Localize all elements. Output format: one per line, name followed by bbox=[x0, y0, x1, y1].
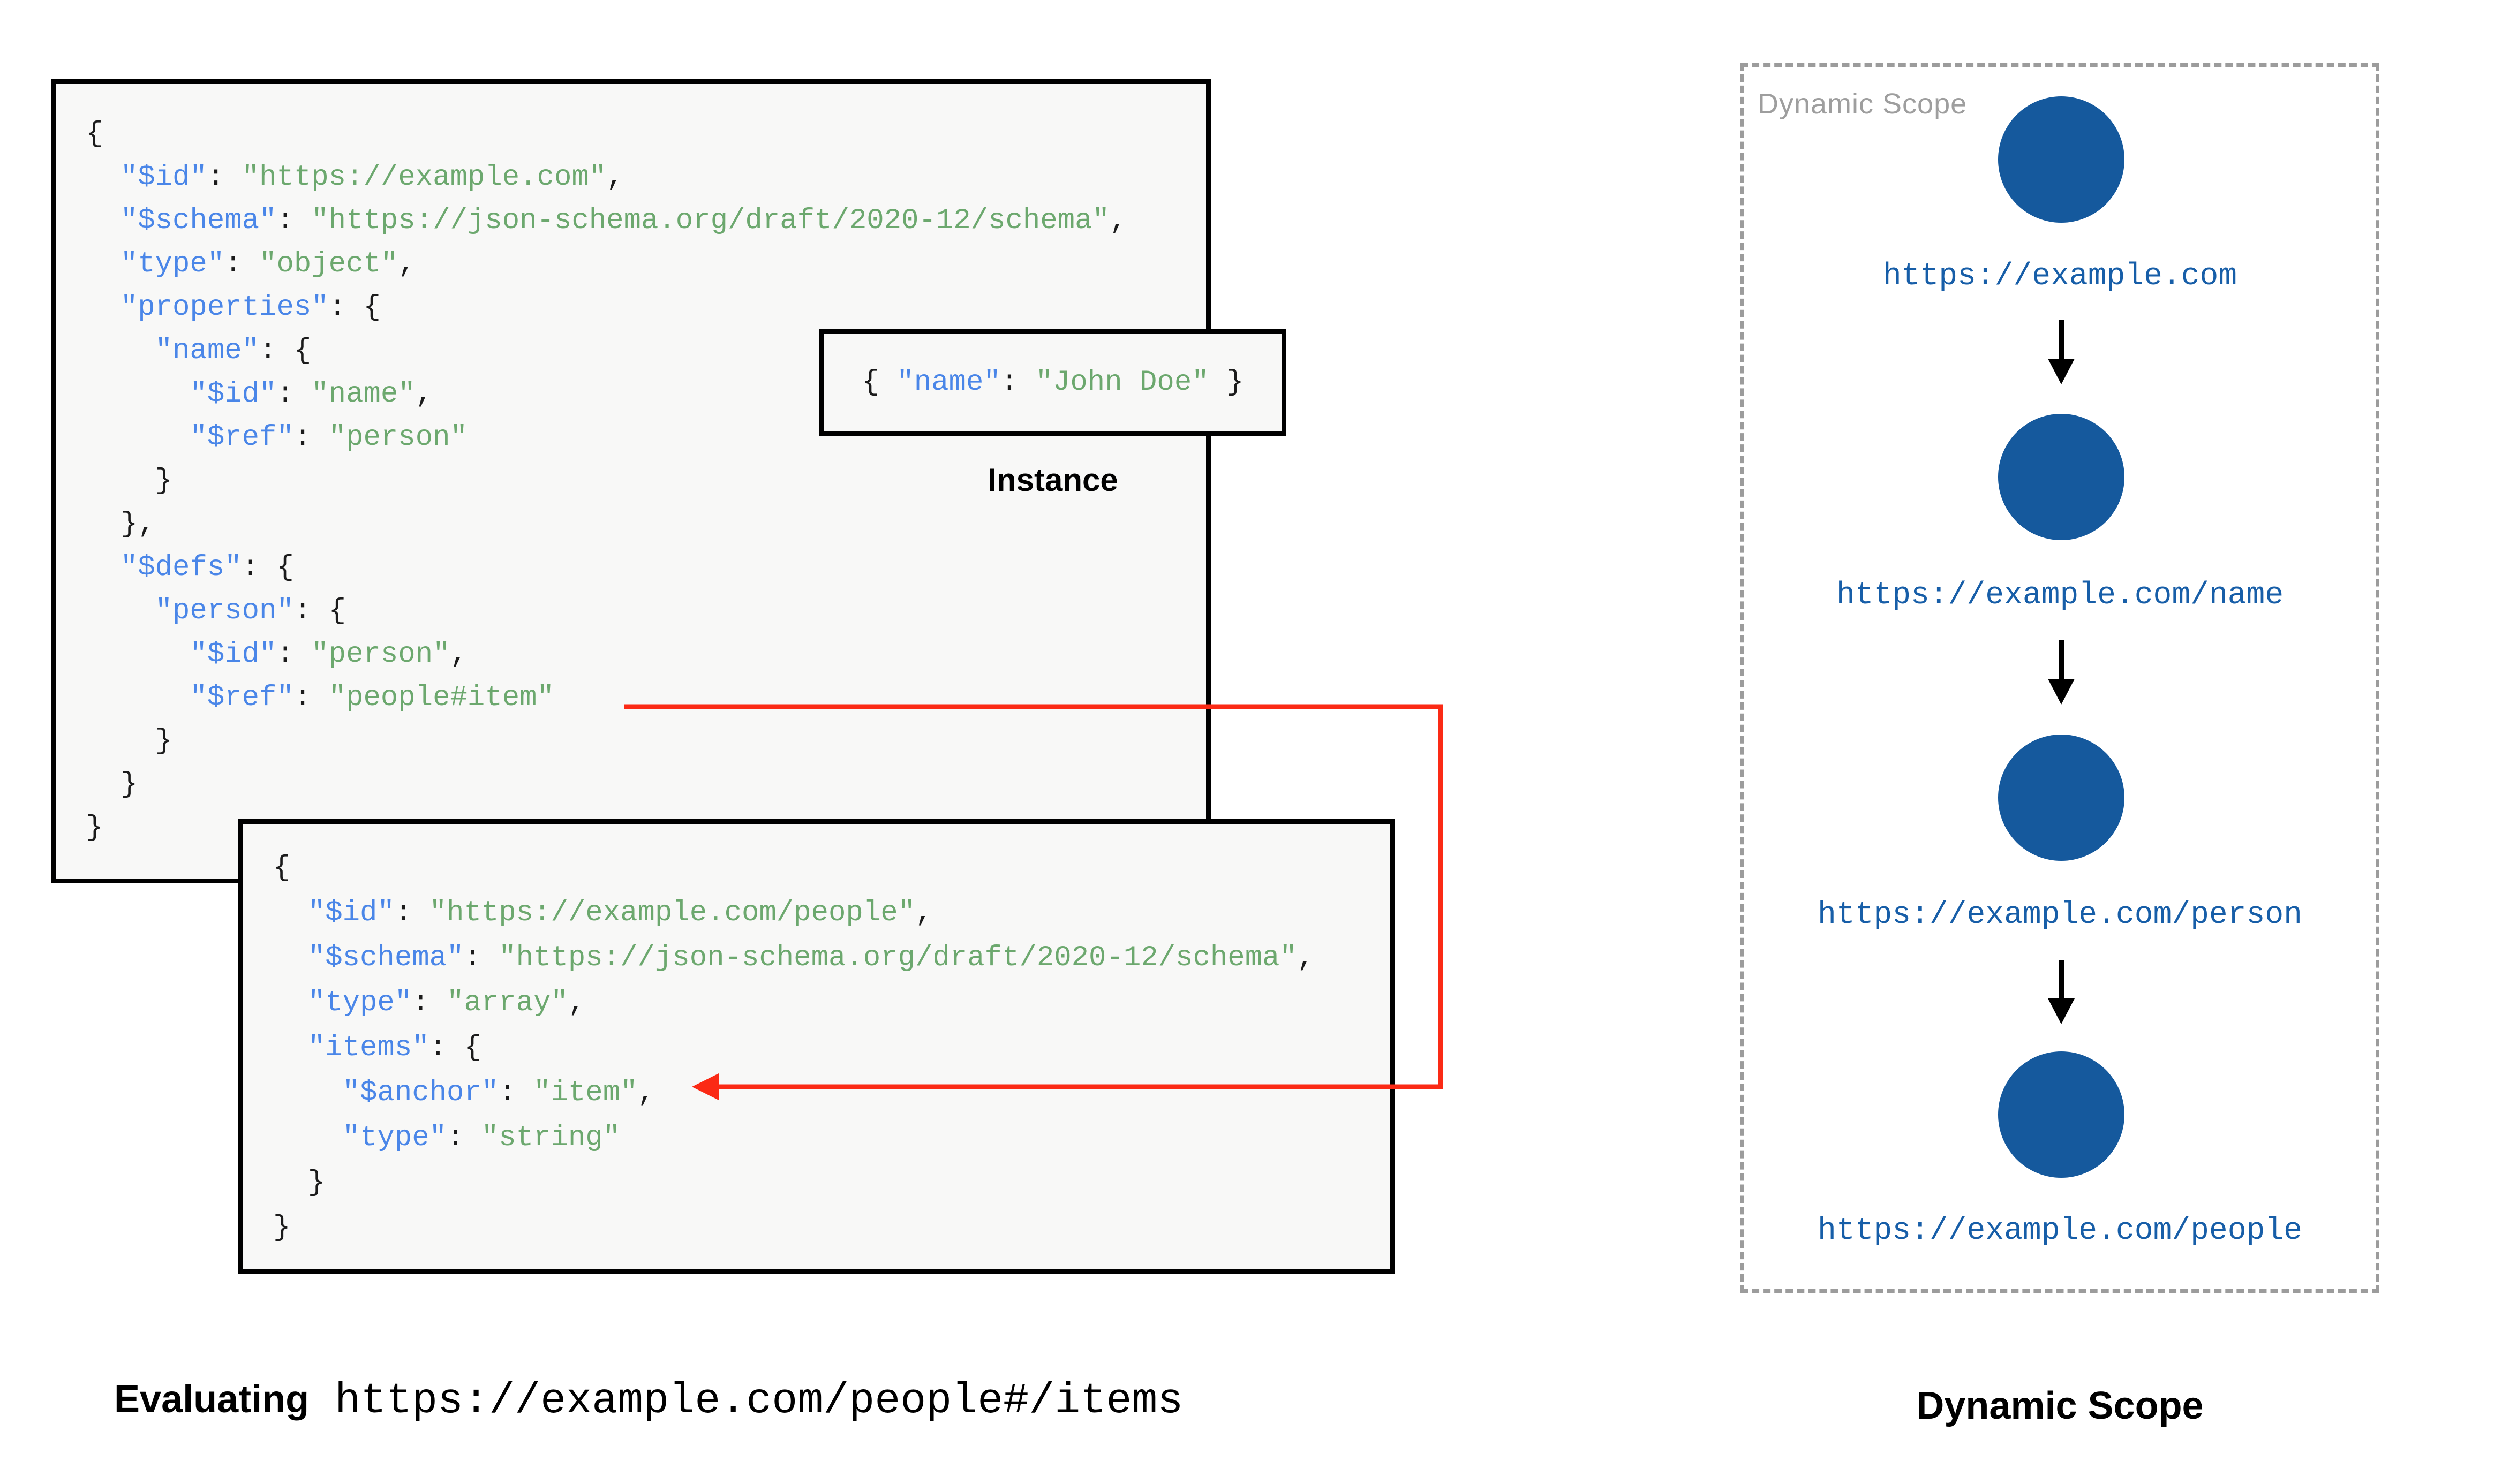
down-arrow-icon-2 bbox=[2048, 640, 2075, 705]
people-schema-box: { "$id": "https://example.com/people", "… bbox=[238, 819, 1395, 1274]
scope-node-url-3: https://example.com/person bbox=[1818, 898, 2302, 933]
people-schema-code: { "$id": "https://example.com/people", "… bbox=[273, 852, 1315, 1244]
dynamic-scope-box bbox=[1740, 63, 2379, 1293]
scope-node-url-4: https://example.com/people bbox=[1818, 1214, 2302, 1248]
evaluating-caption-bold: Evaluating bbox=[114, 1378, 310, 1421]
scope-node-circle-4 bbox=[1998, 1051, 2124, 1178]
instance-box: { "name": "John Doe" } bbox=[819, 329, 1286, 436]
scope-node-circle-3 bbox=[1998, 735, 2124, 861]
evaluating-caption: Evaluating https://example.com/people#/i… bbox=[114, 1377, 1183, 1426]
instance-code: { "name": "John Doe" } bbox=[862, 366, 1244, 399]
evaluating-caption-uri: https://example.com/people#/items bbox=[309, 1377, 1184, 1426]
scope-node-url-1: https://example.com bbox=[1882, 259, 2237, 294]
root-schema-code: { "$id": "https://example.com", "$schema… bbox=[86, 118, 1127, 844]
dynamic-scope-box-label: Dynamic Scope bbox=[1758, 88, 1968, 120]
down-arrow-icon-1 bbox=[2048, 320, 2075, 384]
dynamic-scope-caption: Dynamic Scope bbox=[1916, 1384, 2204, 1427]
down-arrow-icon-3 bbox=[2048, 960, 2075, 1024]
instance-label: Instance bbox=[988, 462, 1118, 498]
scope-node-circle-1 bbox=[1998, 96, 2124, 223]
scope-node-circle-2 bbox=[1998, 414, 2124, 540]
scope-node-url-2: https://example.com/name bbox=[1836, 578, 2284, 613]
